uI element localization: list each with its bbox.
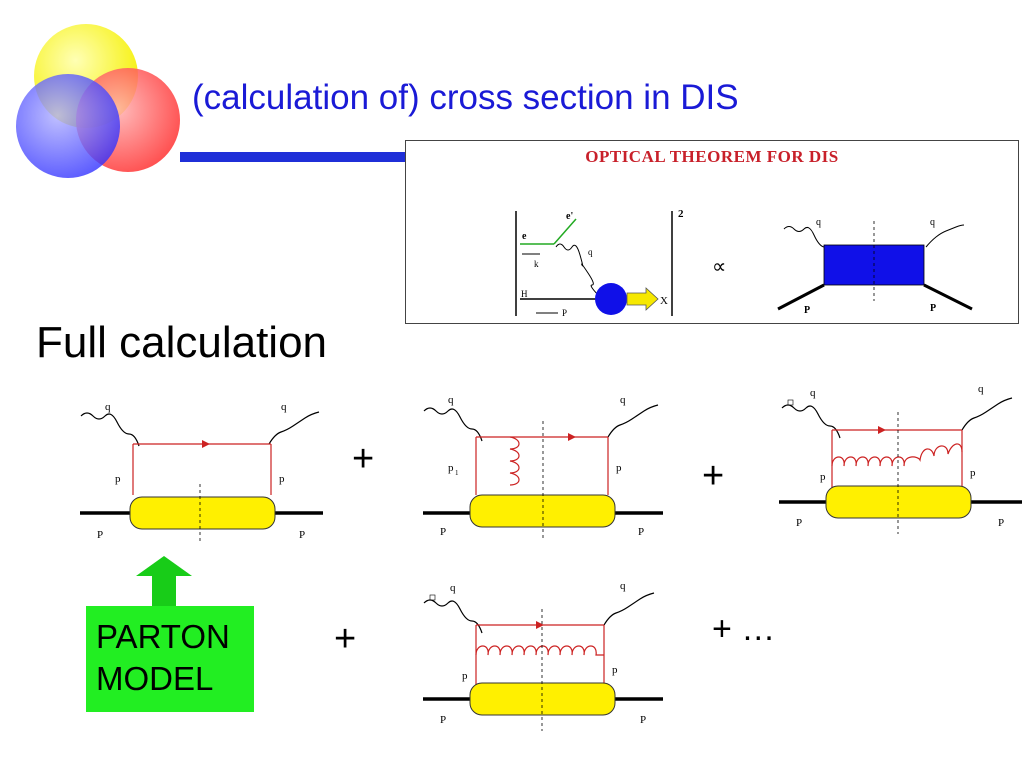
hadron-blob	[129, 496, 276, 530]
p-label-right: P	[930, 303, 936, 314]
q-label-right: q	[281, 401, 287, 413]
diagram-parton-model: q q p p P P	[80, 401, 323, 544]
p-label-right: p	[279, 473, 285, 485]
P-label-left: P	[440, 526, 446, 538]
parton-model-box: PARTON MODEL	[86, 606, 254, 712]
optical-theorem-figure: OPTICAL THEOREM FOR DIS 2 e e' k q H P X…	[405, 140, 1019, 324]
photon-q-label-right: q	[930, 217, 935, 228]
P-label-right: P	[299, 529, 305, 541]
logo-circle-blue	[16, 74, 120, 178]
p-label-right: p	[616, 462, 622, 474]
photon-q-label-left: q	[816, 217, 821, 228]
p-label-right: p	[612, 664, 618, 676]
section-subtitle: Full calculation	[36, 318, 328, 367]
optical-theorem-drawing: 2 e e' k q H P X ∝ q q P P	[515, 208, 973, 318]
p-label-left: p	[462, 670, 468, 682]
hadron-label: H	[521, 289, 528, 299]
P-label-left: P	[97, 529, 103, 541]
p-label-right: p	[970, 467, 976, 479]
p-label-left: p	[115, 473, 121, 485]
P-label-left: P	[796, 517, 802, 529]
hadron-blob	[469, 682, 616, 716]
q-label-left: q	[450, 582, 456, 594]
diagram-gluon-exchange: q q p 1 p P P	[423, 394, 663, 541]
P-label-right: P	[998, 517, 1004, 529]
q-label-left: q	[810, 387, 816, 399]
proportional-symbol: ∝	[712, 256, 726, 278]
hadron-blob	[825, 485, 972, 519]
p1-label: p	[448, 462, 454, 474]
p-label-left: p	[820, 471, 826, 483]
photon-q-label: q	[588, 247, 593, 257]
p1-subscript: 1	[455, 469, 459, 477]
diagram-gluon-ladder: q q p p P P	[423, 580, 663, 731]
scattered-electron-label: e'	[566, 211, 573, 222]
electron-label: e	[522, 231, 527, 242]
q-label-right: q	[620, 580, 626, 592]
q-label-left: q	[448, 394, 454, 406]
plus-ellipsis: + …	[712, 610, 776, 648]
q-label-right: q	[978, 383, 984, 395]
slide-title: (calculation of) cross section in DIS	[192, 78, 739, 117]
P-label-right: P	[638, 526, 644, 538]
up-arrow-icon	[136, 556, 192, 608]
squared-label: 2	[678, 208, 684, 220]
title-underline-bar	[180, 152, 410, 162]
hadron-blob	[469, 494, 616, 528]
parton-model-label: PARTON MODEL	[96, 618, 230, 697]
plus-sign-3: +	[334, 618, 357, 660]
p-label: P	[562, 308, 567, 318]
q-label-right: q	[620, 394, 626, 406]
plus-sign-1: +	[352, 438, 375, 480]
optical-theorem-title: OPTICAL THEOREM FOR DIS	[585, 147, 839, 166]
logo-circles	[16, 24, 180, 178]
plus-sign-2: +	[702, 455, 725, 497]
hadron-blob	[595, 283, 627, 315]
q-label-left: q	[105, 401, 111, 413]
k-label: k	[534, 259, 539, 269]
p-label-left: P	[804, 305, 810, 316]
P-label-left: P	[440, 714, 446, 726]
diagram-gluon-emission-crossed: q q p p P P	[779, 383, 1022, 534]
x-label: X	[660, 295, 668, 307]
P-label-right: P	[640, 714, 646, 726]
